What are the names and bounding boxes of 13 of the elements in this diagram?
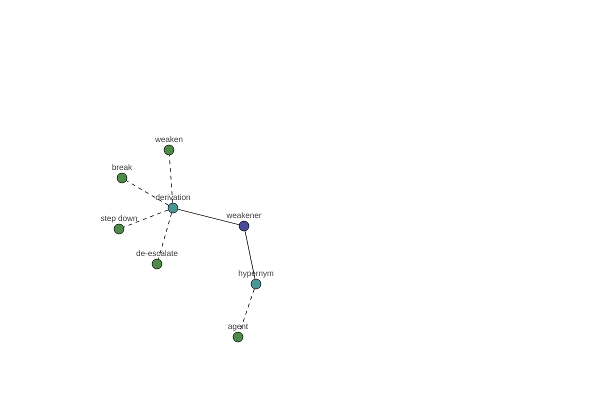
node-label: derivation [156, 194, 190, 200]
connector-line [239, 288, 255, 332]
node-label: weakener [226, 212, 262, 218]
node-label: de-escalate [136, 250, 178, 256]
node-label: break [112, 164, 132, 170]
node-label: weaken [155, 136, 182, 142]
connector-line [244, 230, 256, 280]
node-label: step down [100, 215, 137, 223]
connector-line [124, 210, 168, 228]
connector-line [126, 180, 169, 206]
connector-line [169, 154, 173, 204]
connector-line [158, 212, 172, 260]
connector-line [178, 208, 240, 226]
